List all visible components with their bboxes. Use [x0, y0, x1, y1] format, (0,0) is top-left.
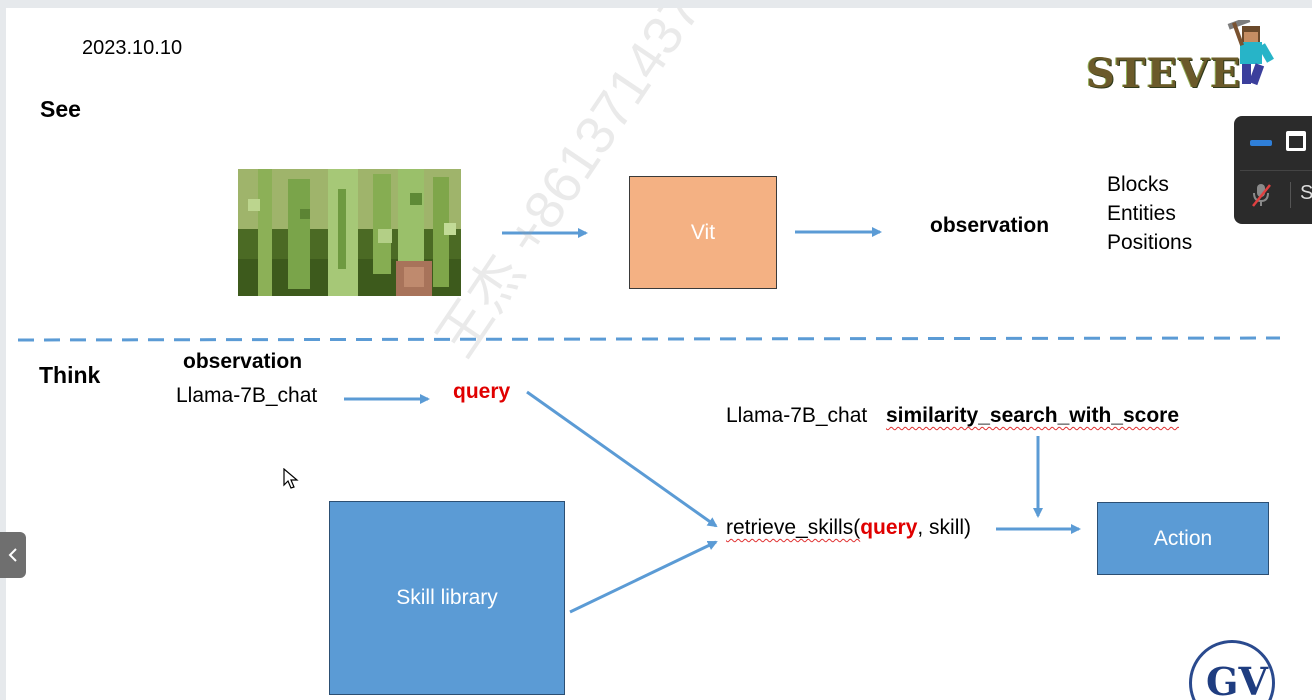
- vit-box: Vit: [629, 176, 777, 289]
- gv-logo-text: GV: [1206, 659, 1268, 700]
- retrieve-query-arg: query: [860, 516, 918, 539]
- slide-date: 2023.10.10: [82, 37, 183, 59]
- steve-logo-text: STEVE: [1086, 50, 1242, 97]
- llama-chat-label-right: Llama-7B_chat: [726, 404, 868, 427]
- action-box: Action: [1097, 502, 1269, 575]
- side-panel-toggle[interactable]: [0, 532, 26, 578]
- maximize-icon[interactable]: [1286, 131, 1306, 151]
- toolbar-vertical-divider: [1290, 182, 1291, 208]
- minimize-icon[interactable]: [1250, 140, 1272, 146]
- query-label: query: [453, 380, 511, 403]
- think-observation-label: observation: [183, 350, 303, 373]
- diagram-arrows: [17, 227, 1281, 614]
- action-label: Action: [1153, 526, 1213, 550]
- observation-items-list: Blocks Entities Positions: [1107, 170, 1192, 257]
- observation-item-entities: Entities: [1107, 202, 1176, 225]
- think-heading: Think: [39, 362, 101, 388]
- retrieve-skills-call: retrieve_skills(query, skill): [726, 516, 971, 540]
- retrieve-rest-args: , skill): [917, 516, 972, 539]
- slide-canvas: 2023.10.10 See: [6, 8, 1312, 700]
- skill-library-label: Skill library: [396, 586, 498, 609]
- llama-chat-label-left: Llama-7B_chat: [176, 384, 318, 407]
- toolbar-divider: [1240, 170, 1312, 171]
- toolbar-partial-label: S: [1300, 182, 1312, 204]
- mouse-cursor-icon: [283, 468, 299, 489]
- see-observation-label: observation: [930, 214, 1050, 237]
- floating-meeting-toolbar: S: [1234, 116, 1312, 224]
- similarity-search-label: similarity_search_with_score: [886, 404, 1179, 427]
- see-heading: See: [40, 96, 81, 122]
- observation-item-blocks: Blocks: [1107, 173, 1169, 196]
- minecraft-screenshot-image: [238, 169, 461, 296]
- gv-corner-logo: GV: [1189, 640, 1275, 700]
- retrieve-skills-fn: retrieve_skills(: [726, 516, 861, 539]
- skill-library-box: Skill library: [329, 501, 565, 695]
- vit-label: Vit: [690, 220, 716, 244]
- observation-item-positions: Positions: [1107, 231, 1193, 254]
- chevron-left-icon: [8, 548, 17, 562]
- steve-character-icon: [1227, 20, 1274, 86]
- mic-muted-icon[interactable]: [1250, 182, 1272, 208]
